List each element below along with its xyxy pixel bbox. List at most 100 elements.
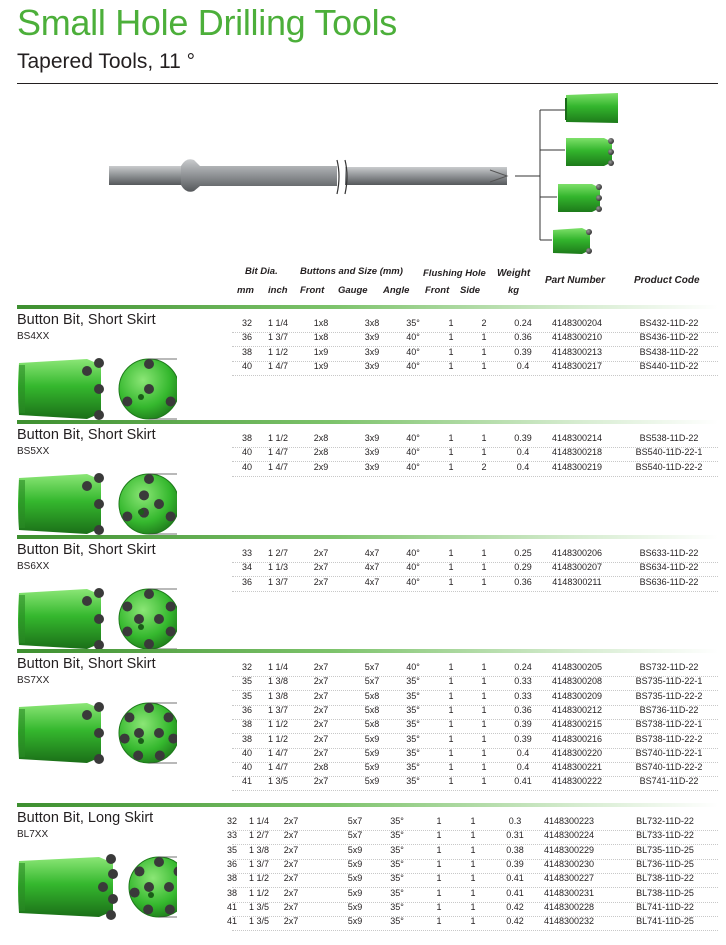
cell-gauge: 5x8	[364, 719, 380, 730]
row-separator	[232, 930, 718, 932]
cell-gauge: 4x7	[364, 548, 380, 558]
button-bit-image: D	[18, 588, 195, 650]
cell-inch: 1 1/3	[267, 562, 289, 573]
cell-part-number: 4148300213	[551, 346, 603, 357]
cell-part-number: 4148300210	[551, 332, 603, 343]
row-separator	[232, 915, 718, 917]
bit-illustration: D	[17, 464, 195, 549]
header-kg: kg	[508, 285, 520, 296]
cell-part-number: 4148300204	[551, 318, 603, 328]
section-title: Button Bit, Short Skirt	[17, 312, 156, 328]
cell-inch: 1 2/7	[248, 830, 270, 841]
cell-mm: 38	[226, 887, 237, 898]
bit-option-3	[558, 184, 602, 212]
cell-flush-side: 1	[481, 576, 487, 587]
cell-gauge: 5x9	[347, 858, 363, 869]
cell-angle: 35°	[406, 704, 420, 715]
header-front: Front	[300, 285, 325, 296]
row-separator	[232, 346, 718, 348]
cell-part-number: 4148300209	[551, 690, 603, 701]
cell-front: 2x7	[283, 830, 299, 841]
cell-inch: 1 3/7	[248, 858, 270, 869]
cell-flush-side: 1	[470, 901, 476, 912]
header-flush-side: Side	[460, 285, 481, 296]
cell-flush-front: 1	[436, 830, 442, 841]
cell-inch: 1 3/8	[267, 690, 289, 701]
cell-angle: 35°	[406, 719, 420, 730]
cell-part-number: 4148300230	[543, 858, 595, 869]
cell-product-code: BS438-11D-22	[639, 346, 699, 357]
cell-product-code: BS741-11D-22	[639, 776, 699, 787]
section-title: Button Bit, Short Skirt	[17, 427, 156, 443]
cell-weight: 0.36	[514, 576, 532, 587]
cell-front: 2x7	[283, 858, 299, 869]
cell-flush-side: 1	[481, 704, 487, 715]
row-separator	[232, 690, 718, 692]
cell-gauge: 3x9	[364, 360, 380, 371]
cell-product-code: BL733-11D-22	[636, 830, 694, 841]
cell-inch: 1 4/7	[267, 447, 289, 458]
cell-flush-side: 1	[481, 662, 487, 672]
row-separator	[232, 461, 718, 463]
cell-part-number: 4148300217	[551, 360, 603, 371]
cell-weight: 0.36	[514, 704, 532, 715]
cell-product-code: BS735-11D-22-1	[635, 676, 703, 687]
cell-part-number: 4148300223	[543, 816, 595, 826]
cell-product-code: BL732-11D-22	[636, 816, 694, 826]
cell-weight: 0.42	[506, 916, 524, 927]
cell-flush-front: 1	[448, 548, 454, 558]
cell-inch: 1 3/5	[267, 776, 289, 787]
cell-inch: 1 1/2	[267, 733, 289, 744]
page-subtitle: Tapered Tools, 11 °	[17, 50, 196, 73]
cell-angle: 35°	[406, 690, 420, 701]
cell-angle: 40°	[406, 562, 420, 573]
cell-front: 2x7	[313, 548, 329, 558]
cell-angle: 40°	[406, 576, 420, 587]
cell-weight: 0.33	[514, 676, 532, 687]
cell-flush-front: 1	[448, 433, 454, 443]
header-buttons-size: Buttons and Size (mm)	[300, 266, 403, 277]
cell-front: 2x7	[313, 676, 329, 687]
bit-option-2	[566, 138, 614, 166]
cell-inch: 1 3/7	[267, 332, 289, 343]
cell-weight: 0.39	[514, 719, 532, 730]
cell-part-number: 4148300222	[551, 776, 603, 787]
cell-mm: 40	[241, 461, 252, 472]
row-separator	[232, 676, 718, 677]
cell-angle: 35°	[406, 762, 420, 773]
cell-mm: 41	[226, 901, 237, 912]
cell-product-code: BS440-11D-22	[639, 360, 699, 371]
header-gauge: Gauge	[338, 285, 368, 296]
cell-inch: 1 1/2	[267, 433, 289, 443]
cell-flush-side: 1	[481, 776, 487, 787]
cell-gauge: 5x9	[347, 873, 363, 884]
row-separator	[232, 576, 718, 578]
cell-part-number: 4148300206	[551, 548, 603, 558]
cell-product-code: BS740-11D-22-2	[635, 762, 703, 773]
row-separator	[232, 872, 718, 874]
cell-flush-front: 1	[448, 461, 454, 472]
cell-product-code: BS636-11D-22	[639, 576, 699, 587]
cell-angle: 35°	[406, 676, 420, 687]
section-divider	[17, 535, 718, 539]
header-bit-dia: Bit Dia.	[245, 266, 278, 277]
cell-front: 2x7	[313, 690, 329, 701]
cell-flush-front: 1	[436, 901, 442, 912]
cell-product-code: BS538-11D-22	[639, 433, 699, 443]
cell-product-code: BL738-11D-22	[636, 873, 694, 884]
cell-inch: 1 4/7	[267, 360, 289, 371]
cell-angle: 35°	[406, 733, 420, 744]
bit-illustration: D	[17, 579, 195, 664]
cell-flush-front: 1	[436, 844, 442, 855]
cell-angle: 35°	[390, 887, 404, 898]
cell-mm: 32	[226, 816, 237, 826]
cell-weight: 0.39	[506, 858, 524, 869]
cell-front: 2x7	[283, 916, 299, 927]
